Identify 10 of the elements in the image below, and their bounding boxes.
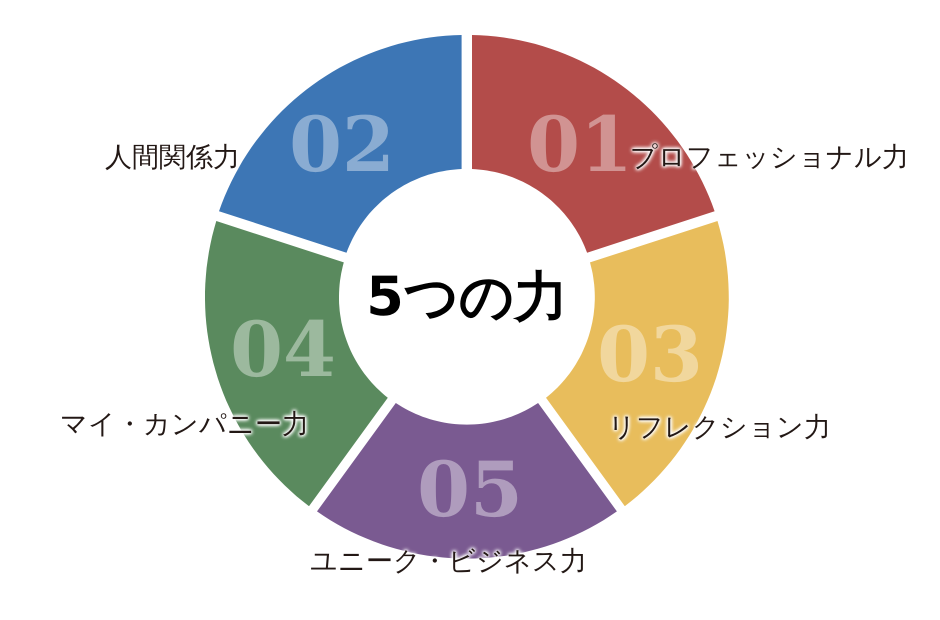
- segment-number: 04: [230, 312, 336, 388]
- segment-label: 人間関係力: [105, 141, 240, 175]
- segment-label: プロフェッショナル力: [630, 141, 909, 175]
- segment-number: 03: [597, 316, 703, 393]
- segment-number: 05: [417, 452, 523, 528]
- segment-label: リフレクション力: [608, 411, 831, 445]
- segment-number: 02: [289, 106, 395, 183]
- donut-segment: [472, 35, 715, 253]
- center-title: 5つの力: [366, 270, 568, 324]
- segment-number: 01: [527, 106, 633, 183]
